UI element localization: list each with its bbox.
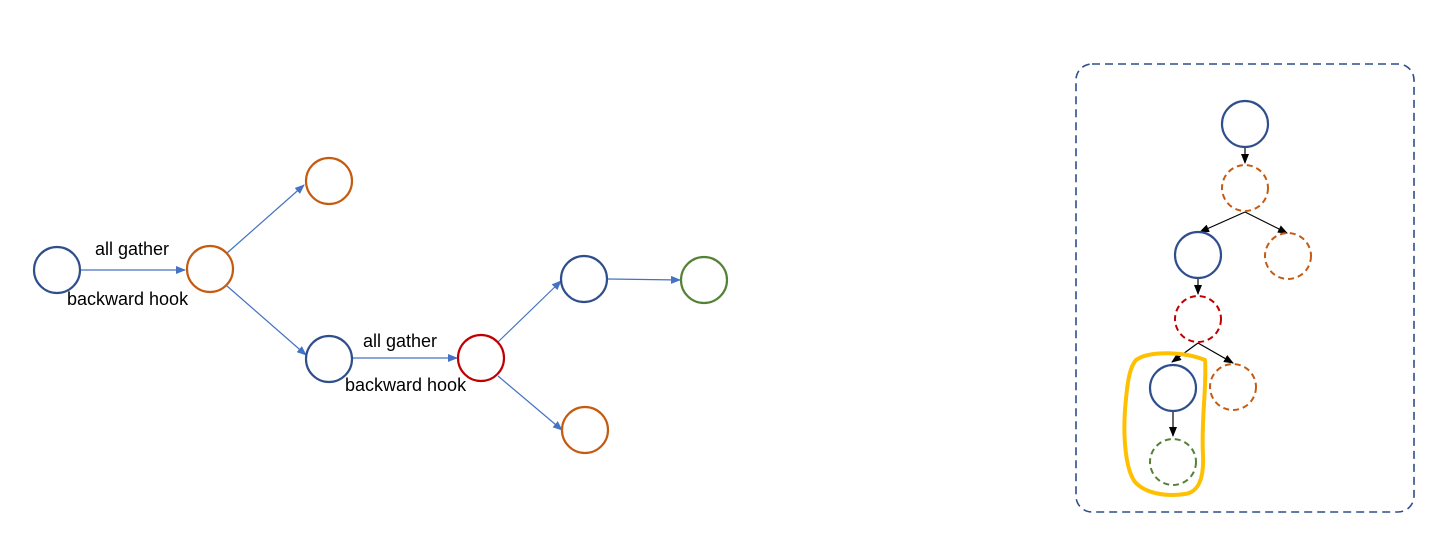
tree-node-green-dashed (1149, 438, 1197, 486)
node-orange (304, 156, 354, 206)
edge-label-all-gather: all gather (363, 331, 437, 351)
left-graph: all gather backward hook all gather back… (32, 156, 729, 455)
edge-label-backward-hook: backward hook (67, 289, 189, 309)
edge-e-h (497, 375, 563, 431)
node-green (679, 255, 729, 305)
edge-label-backward-hook: backward hook (345, 375, 467, 395)
dashed-frame (1075, 63, 1415, 513)
edge-f-g (607, 275, 681, 284)
node-blue (559, 254, 609, 304)
tree-node-blue (1148, 363, 1198, 413)
tree-node-orange-dashed (1221, 164, 1269, 212)
tree-node-orange-dashed (1264, 232, 1312, 280)
tree-edge (1244, 211, 1288, 234)
edge-e-f (497, 280, 562, 343)
tree-node-red-dashed (1174, 295, 1222, 343)
node-blue (32, 245, 82, 295)
tree-edge (1197, 342, 1234, 364)
tree-edge (1171, 342, 1199, 363)
tree-edge (1199, 211, 1246, 233)
tree-node-orange-dashed (1209, 363, 1257, 411)
tree-node-blue (1220, 99, 1270, 149)
node-red (456, 333, 506, 383)
right-panel (1075, 63, 1415, 513)
edge-b-d (226, 285, 307, 356)
node-blue (304, 334, 354, 384)
node-orange (185, 244, 235, 294)
node-orange (560, 405, 610, 455)
edge-b-c (226, 184, 305, 254)
tree-node-blue (1173, 230, 1223, 280)
edge-label-all-gather: all gather (95, 239, 169, 259)
highlight-loop (1122, 351, 1208, 497)
